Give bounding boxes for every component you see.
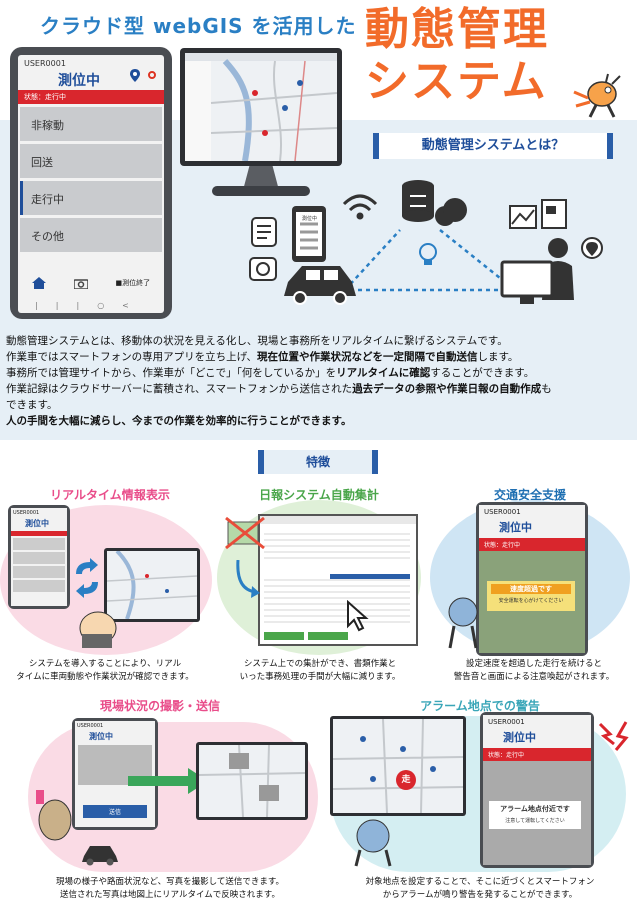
- diagram-phone-label: 測位中: [302, 215, 317, 222]
- cursor-icon: [347, 600, 369, 632]
- speed-alert-box: 速度超過です 安全運転を心がけてください: [487, 581, 575, 611]
- cloud-server-icon: [402, 180, 467, 226]
- image-icon: [509, 205, 537, 229]
- feature-4-phone: USER0001 測位中 送信: [72, 718, 158, 830]
- feature-5-monitor: [330, 716, 466, 816]
- running-mascot-icon: [573, 73, 621, 118]
- android-nav-icons: |||○<: [35, 301, 147, 310]
- camera-icon[interactable]: [73, 278, 88, 289]
- feature-4-car-icon: [82, 846, 118, 866]
- phone-item-driving[interactable]: 走行中: [20, 181, 162, 215]
- desc-line-2: 作業車ではスマートフォンの専用アプリを立ち上げ、現在位置や作業状況などを一定間隔…: [6, 351, 519, 363]
- phone-status: 測位中: [58, 73, 100, 89]
- alarm-marker: 走: [396, 770, 416, 790]
- subtitle: クラウド型 webGIS を活用した: [40, 14, 357, 38]
- phone-screen: USER0001 測位中 状態：走行中 非稼動 回送 走行中 その他 ■測位終了…: [18, 55, 164, 313]
- phone-status-bar: 状態：走行中: [18, 90, 164, 104]
- feature-2-caption: システム上での集計ができ、書類作業といった事務処理の手間が大幅に減ります。: [239, 659, 401, 682]
- feature-2-title: 日報システム自動集計: [259, 488, 379, 502]
- monitor-base: [212, 186, 310, 196]
- feature-4-monitor: [196, 742, 308, 820]
- document-icon: [541, 199, 567, 229]
- desc-line-1: 動態管理システムとは、移動体の状況を見える化し、現場と事務所をリアルタイムに繋げ…: [6, 335, 508, 347]
- phone-nav: ■測位終了: [18, 271, 164, 295]
- main-title: 動態管理 システム: [365, 4, 549, 108]
- feature-2-report-screen: [258, 514, 418, 646]
- bulb-icon: [419, 243, 437, 265]
- phone-user-id: USER0001: [24, 59, 66, 68]
- crossed-documents-icon: [225, 516, 265, 550]
- smartphone-icon: [292, 206, 326, 262]
- wifi-icon: [342, 194, 378, 220]
- alarm-burst-icon: [598, 721, 629, 751]
- feature-1-monitor: [104, 548, 200, 622]
- camera-pin-icon: [249, 257, 277, 281]
- phone-item-idle[interactable]: 非稼動: [20, 107, 162, 141]
- home-icon[interactable]: [31, 277, 46, 289]
- feature-3-title: 交通安全支援: [493, 488, 566, 502]
- feature-1-mascot-icon: [79, 611, 117, 648]
- main-title-line1: 動態管理: [365, 4, 549, 55]
- feature-4-title: 現場状況の撮影・送信: [99, 699, 220, 713]
- desc-line-6: 人の手間を大幅に減らし、今までの作業を効率的に行うことができます。: [6, 415, 352, 427]
- phone-item-other[interactable]: その他: [20, 218, 162, 252]
- feature-3-phone: USER0001 測位中 状態：走行中 速度超過です 安全運転を心がけてください: [476, 502, 588, 656]
- monitor-stand: [243, 166, 279, 188]
- end-positioning-button[interactable]: ■測位終了: [115, 279, 151, 287]
- curved-arrow-icon: [236, 560, 260, 598]
- car-icon: [284, 266, 356, 305]
- section-heading: 動態管理システムとは？: [373, 133, 613, 159]
- map-pin-icon: [581, 237, 603, 259]
- map-graphic: [185, 53, 337, 161]
- description: 動態管理システムとは、移動体の状況を見える化し、現場と事務所をリアルタイムに繋げ…: [6, 333, 631, 429]
- monitor-map: [185, 53, 337, 161]
- phone-item-deadhead[interactable]: 回送: [20, 144, 162, 178]
- office-worker-icon: [500, 238, 574, 304]
- smartphone-mockup: USER0001 測位中 状態：走行中 非稼動 回送 走行中 その他 ■測位終了…: [10, 47, 172, 319]
- monitor-mockup: [180, 48, 342, 166]
- system-diagram: 測位中: [249, 180, 603, 305]
- report-pin-icon: [251, 217, 277, 247]
- alarm-alert-box: アラーム地点付近です 注意して運転してください: [489, 801, 581, 829]
- feature-3-caption: 設定速度を超過した走行を続けると警告音と画面による注意喚起がされます。: [453, 659, 615, 682]
- feature-5-mascot-icon: [354, 819, 392, 867]
- desc-line-4: 作業記録はクラウドサーバーに蓄積され、スマートフォンから送信された過去データの参…: [6, 383, 552, 395]
- location-pin-icon: [130, 69, 140, 82]
- feature-3-mascot-icon: [448, 597, 478, 649]
- feature-1-title: リアルタイム情報表示: [50, 488, 170, 502]
- features-heading: 特徴: [258, 450, 378, 474]
- feature-5-phone: USER0001 測位中 状態：走行中 アラーム地点付近です 注意して運転してく…: [480, 712, 594, 868]
- desc-line-5: できます。: [6, 399, 58, 411]
- feature-4-mascot-icon: [36, 790, 72, 841]
- feature-1-caption: システムを導入することにより、リアルタイムに車両動態や作業状況が確認できます。: [16, 659, 194, 682]
- feature-4-caption: 現場の様子や路面状況など、写真を撮影して送信できます。送信された写真は地図上にリ…: [56, 877, 284, 900]
- recording-icon: [148, 71, 156, 79]
- desc-line-3: 事務所では管理サイトから、作業車が「どこで」「何をしているか」をリアルタイムに確…: [6, 367, 535, 379]
- main-title-line2: システム: [365, 56, 548, 107]
- send-arrow-icon: [128, 768, 208, 794]
- feature-5-title: アラーム地点での警告: [420, 699, 540, 713]
- feature-5-caption: 対象地点を設定することで、そこに近づくとスマートフォンからアラームが鳴り警告を発…: [365, 877, 595, 900]
- sync-arrows-icon: [76, 558, 98, 598]
